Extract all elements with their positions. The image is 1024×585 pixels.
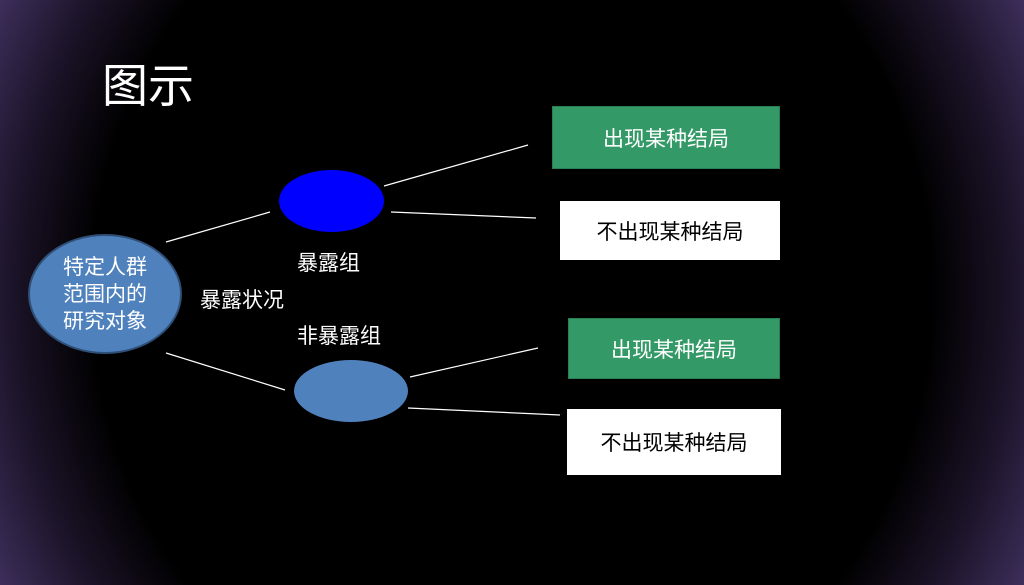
unexposed-group-node (294, 360, 408, 422)
unexposed-group-label: 非暴露组 (297, 324, 381, 348)
slide-title: 图示 (102, 59, 194, 113)
connector-unexposed-to-outcome (409, 347, 539, 378)
unexposed-no-outcome-box: 不出现某种结局 (567, 409, 781, 475)
connector-root-to-exposed (165, 211, 271, 243)
connector-root-to-unexposed (165, 352, 286, 391)
exposed-group-label: 暴露组 (297, 251, 360, 275)
exposed-group-node (279, 170, 384, 232)
study-population-node: 特定人群 范围内的 研究对象 (28, 234, 182, 354)
exposed-outcome-box: 出现某种结局 (552, 106, 780, 169)
unexposed-outcome-box: 出现某种结局 (568, 318, 780, 379)
exposure-status-label: 暴露状况 (200, 288, 284, 312)
connector-exposed-to-outcome (383, 144, 529, 187)
connector-exposed-to-no-outcome (390, 211, 537, 219)
exposed-no-outcome-box: 不出现某种结局 (560, 201, 780, 260)
connector-unexposed-to-no-outcome (407, 407, 561, 416)
